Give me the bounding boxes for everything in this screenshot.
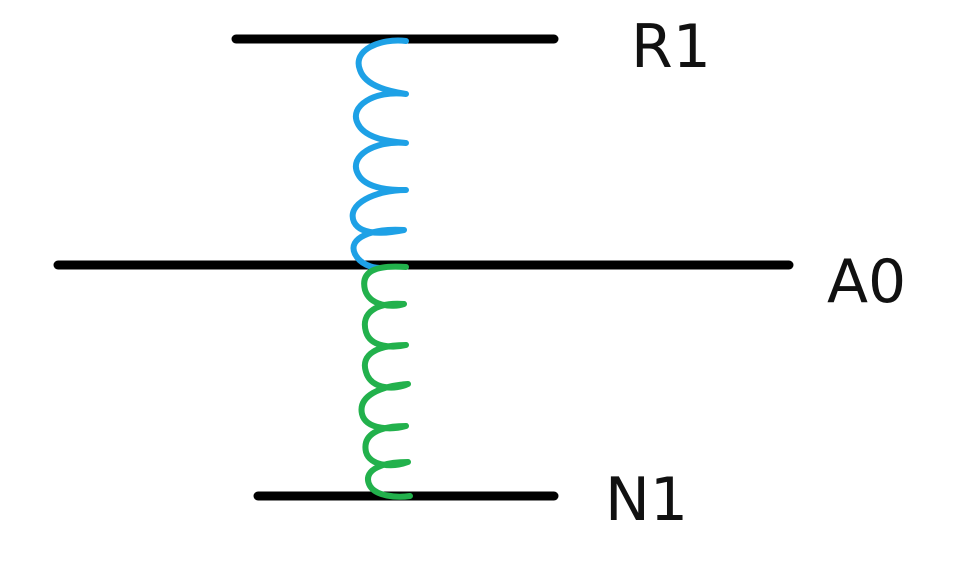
upper-spring xyxy=(349,37,409,271)
label-r1: R1 xyxy=(631,12,711,82)
label-a0: A0 xyxy=(827,247,907,317)
label-n1: N1 xyxy=(605,465,689,535)
lower-spring xyxy=(358,263,413,500)
